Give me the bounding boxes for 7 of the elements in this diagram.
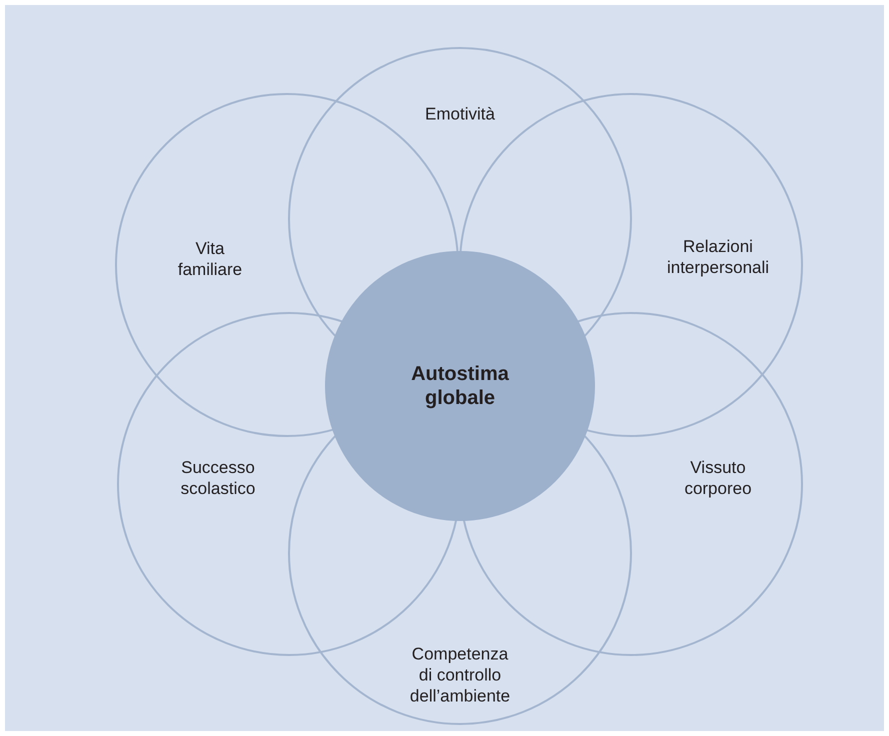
circle-label: Successo scolastico: [158, 457, 278, 499]
circle-label: Emotività: [400, 104, 520, 124]
circle-label: Competenza di controllo dell’ambiente: [404, 644, 516, 706]
circle-label: Relazioni interpersonali: [648, 236, 788, 278]
central-label: Autostima globale: [385, 362, 535, 410]
circle-label: Vita familiare: [165, 238, 255, 280]
circle-label: Vissuto corporeo: [658, 457, 778, 499]
